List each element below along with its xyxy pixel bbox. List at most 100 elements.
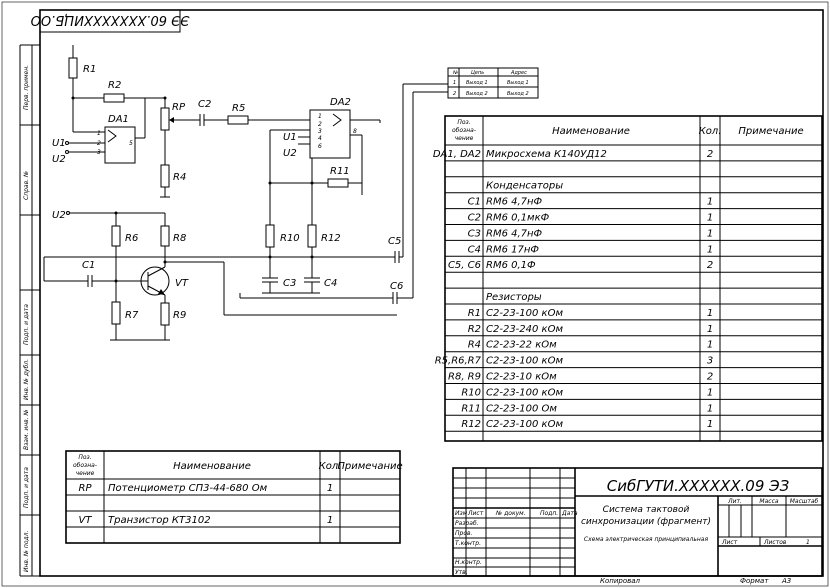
main-list-pos: C1 <box>468 197 481 208</box>
element-list-secondary: Поз. обозна- чение Наименование Кол. При… <box>65 450 403 544</box>
tb-col-sign: Подп. <box>540 510 558 517</box>
small-list-name: Потенциометр СП3-44-680 Ом <box>108 483 268 494</box>
pin-da2-4: 4 <box>318 135 322 142</box>
main-list-pos: R10 <box>461 387 481 398</box>
tb-row-checked: Пров. <box>455 530 473 537</box>
label-u2-da1: U2 <box>52 154 66 165</box>
opamp-da1 <box>104 126 136 164</box>
tb-col-sheet: Лист <box>467 510 484 517</box>
main-list-qty: 3 <box>707 356 713 367</box>
connector-head-num: № <box>452 70 458 76</box>
main-list-qty: 2 <box>707 260 713 271</box>
connector-r2-address: Выход 2 <box>507 91 529 97</box>
small-list-head-pos-3: чение <box>76 470 95 477</box>
main-list-pos: DA1, DA2 <box>433 149 481 160</box>
side-label-repl-inv: Взам. инв. № <box>23 409 30 450</box>
label-r7: R7 <box>125 310 139 321</box>
small-list-head-qty: Кол. <box>319 461 342 472</box>
main-list-name: C2-23-22 кОм <box>486 340 557 351</box>
tb-row-tcontrol: Т.контр. <box>455 540 481 547</box>
label-da1: DA1 <box>108 114 129 125</box>
label-da2: DA2 <box>330 97 351 108</box>
main-list-name: C2-23-100 Ом <box>486 403 557 414</box>
label-c3: C3 <box>283 278 296 289</box>
main-list-qty: 2 <box>707 372 713 383</box>
pin-da1-1: 1 <box>97 130 101 137</box>
resistor-r10 <box>265 224 275 248</box>
side-label-orig-inv: Инв. № подл. <box>23 531 30 572</box>
tb-row-ncontrol: Н.контр. <box>455 559 482 566</box>
tb-row-developed: Разраб. <box>455 520 479 527</box>
label-r11: R11 <box>330 166 350 177</box>
main-list-head-name: Наименование <box>552 126 630 137</box>
main-list-qty: 1 <box>707 244 713 255</box>
tb-sheets-count: 1 <box>806 539 810 546</box>
main-list-pos: C4 <box>468 244 481 255</box>
resistor-r12 <box>307 224 317 248</box>
main-list-qty: 1 <box>707 340 713 351</box>
label-r10: R10 <box>280 233 300 244</box>
opamp-da2 <box>309 109 351 159</box>
main-list-name: C2-23-10 кОм <box>486 372 557 383</box>
main-list-pos: R12 <box>461 419 481 430</box>
main-list-head-pos-3: чение <box>455 135 474 142</box>
format-label: Формат <box>740 577 769 585</box>
connector-head-address: Адрес <box>510 70 527 76</box>
document-title-line1: Система тактовой <box>603 505 690 515</box>
main-list-pos: C5, C6 <box>448 260 481 271</box>
small-list-pos: VT <box>79 515 93 526</box>
side-label-sign-date-1: Подп. и дата <box>23 304 30 345</box>
main-list-name: RM6 0,1мкФ <box>486 213 550 224</box>
small-list-name: Транзистор КТ3102 <box>108 515 211 526</box>
document-designation: СибГУТИ.XXXXXX.09 ЭЗ <box>607 477 790 495</box>
main-list-name: RM6 0,1Ф <box>486 260 536 271</box>
pin-da2-3: 3 <box>318 128 322 135</box>
small-list-qty: 1 <box>327 515 333 526</box>
label-c6: C6 <box>390 281 403 292</box>
circuit-schematic: R1 R2 RP C2 R5 R4 DA1 1 2 <box>43 45 539 341</box>
main-list-qty: 1 <box>707 308 713 319</box>
main-list-name: Конденсаторы <box>486 181 563 192</box>
label-u2-supply: U2 <box>52 210 66 221</box>
main-list-name: C2-23-100 кОм <box>486 356 563 367</box>
tb-col-change: Изм <box>455 510 468 517</box>
connector-r1-num: 1 <box>453 80 456 86</box>
connector-head-circuit: Цепь <box>471 70 484 76</box>
main-list-head-pos-1: Поз. <box>457 119 470 126</box>
label-u2-da2: U2 <box>283 148 297 159</box>
main-list-name: C2-23-100 кОм <box>486 308 563 319</box>
label-c2: C2 <box>198 99 211 110</box>
tb-col-doc: № докум. <box>495 510 526 517</box>
main-list-head-pos-2: обозна- <box>452 127 476 134</box>
small-list-head-name: Наименование <box>173 461 251 472</box>
resistor-r8 <box>160 225 170 247</box>
label-r4: R4 <box>173 172 186 183</box>
main-list-pos: R1 <box>468 308 481 319</box>
main-list-pos: R2 <box>468 324 481 335</box>
copied-label: Копировал <box>600 577 641 585</box>
side-label-dup-inv: Инв. № дубл. <box>23 359 30 400</box>
label-u1-da1: U1 <box>52 138 66 149</box>
document-subtitle: Схема электрическая принципиальная <box>584 536 709 543</box>
tb-mass: Масса <box>759 498 778 505</box>
main-list-pos: C2 <box>468 213 481 224</box>
main-list-pos: R11 <box>461 403 481 414</box>
resistor-r11 <box>327 178 349 188</box>
tb-scale: Масштаб <box>790 498 819 505</box>
main-list-qty: 1 <box>707 228 713 239</box>
potentiometer-rp <box>160 107 170 131</box>
side-label-sign-date-2: Подп. и дата <box>23 467 30 508</box>
resistor-r2 <box>103 93 125 103</box>
resistor-r4 <box>160 164 170 188</box>
resistor-r7 <box>111 301 121 325</box>
resistor-r5 <box>227 115 249 125</box>
main-list-qty: 1 <box>707 419 713 430</box>
main-list-name: Микросхема К140УД12 <box>486 149 607 160</box>
tb-lit: Лит. <box>727 498 742 505</box>
stamp-code: ЭЭ 60.XXXXXXXИЦБ.ОО <box>31 12 191 27</box>
main-list-qty: 1 <box>707 213 713 224</box>
title-block: Изм Лист № докум. Подп. Дата Разраб. Про… <box>452 467 823 577</box>
stamp-box <box>39 9 181 33</box>
